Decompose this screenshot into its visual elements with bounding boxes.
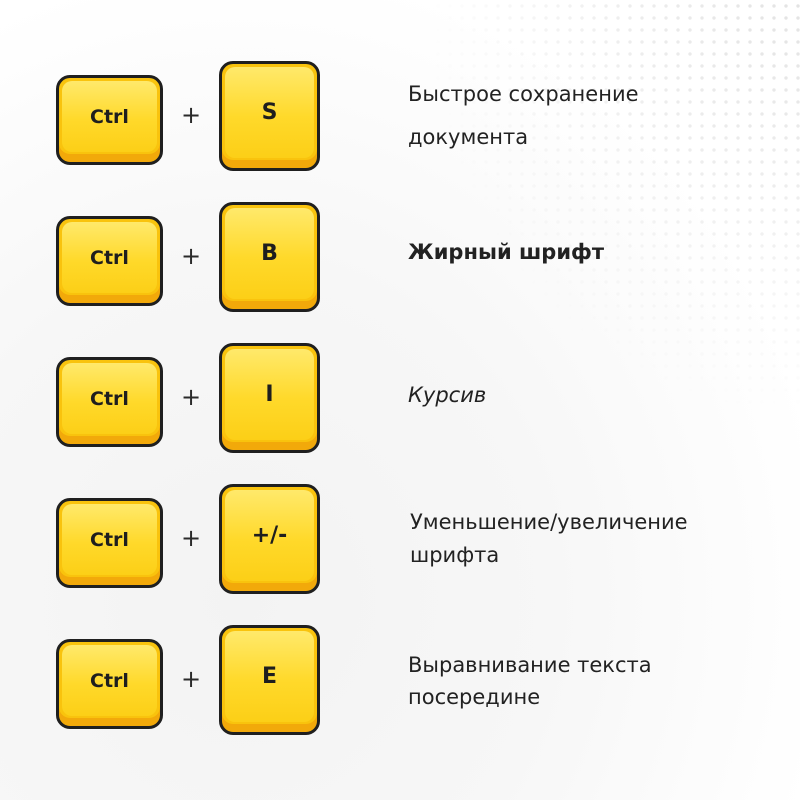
key-label: Ctrl: [62, 645, 157, 716]
ctrl-key: Ctrl: [56, 498, 163, 588]
plus-sign: +: [180, 383, 202, 411]
shortcut-description: Уменьшение/увеличение шрифта: [410, 506, 790, 572]
description-line: документа: [408, 125, 529, 149]
shortcut-description: Жирный шрифт: [408, 240, 788, 264]
ctrl-key: Ctrl: [56, 357, 163, 447]
key-label: Ctrl: [62, 81, 157, 152]
key-label: +/-: [225, 490, 314, 581]
ctrl-key: Ctrl: [56, 639, 163, 729]
description-line: Уменьшение/увеличение: [410, 510, 688, 534]
description-line: Курсив: [408, 383, 487, 407]
shortcut-row-font-size: Ctrl + +/- Уменьшение/увеличение шрифта: [0, 484, 800, 594]
shortcut-row-italic: Ctrl + I Курсив: [0, 343, 800, 453]
dot-pattern-decoration: [420, 0, 800, 420]
shortcut-row-save: Ctrl + S Быстрое сохранение документа: [0, 61, 800, 171]
key-label: S: [225, 67, 314, 158]
ctrl-key: Ctrl: [56, 75, 163, 165]
description-line: Выравнивание текста: [408, 653, 652, 677]
plus-minus-key: +/-: [219, 484, 320, 594]
key-label: I: [225, 349, 314, 440]
description-line: шрифта: [410, 543, 500, 567]
plus-sign: +: [180, 665, 202, 693]
plus-sign: +: [180, 242, 202, 270]
shortcut-row-center: Ctrl + E Выравнивание текста посередине: [0, 625, 800, 735]
shortcut-row-bold: Ctrl + B Жирный шрифт: [0, 202, 800, 312]
description-line: Жирный шрифт: [408, 240, 605, 264]
key-label: B: [225, 208, 314, 299]
key-label: Ctrl: [62, 363, 157, 434]
description-line: Быстрое сохранение: [408, 82, 639, 106]
e-key: E: [219, 625, 320, 735]
description-line: посередине: [408, 685, 541, 709]
key-label: Ctrl: [62, 504, 157, 575]
shortcut-description: Выравнивание текста посередине: [408, 649, 788, 713]
plus-sign: +: [180, 101, 202, 129]
key-label: Ctrl: [62, 222, 157, 293]
i-key: I: [219, 343, 320, 453]
key-label: E: [225, 631, 314, 722]
b-key: B: [219, 202, 320, 312]
ctrl-key: Ctrl: [56, 216, 163, 306]
s-key: S: [219, 61, 320, 171]
shortcut-description: Курсив: [408, 383, 788, 407]
shortcut-description: Быстрое сохранение документа: [408, 73, 788, 159]
plus-sign: +: [180, 524, 202, 552]
